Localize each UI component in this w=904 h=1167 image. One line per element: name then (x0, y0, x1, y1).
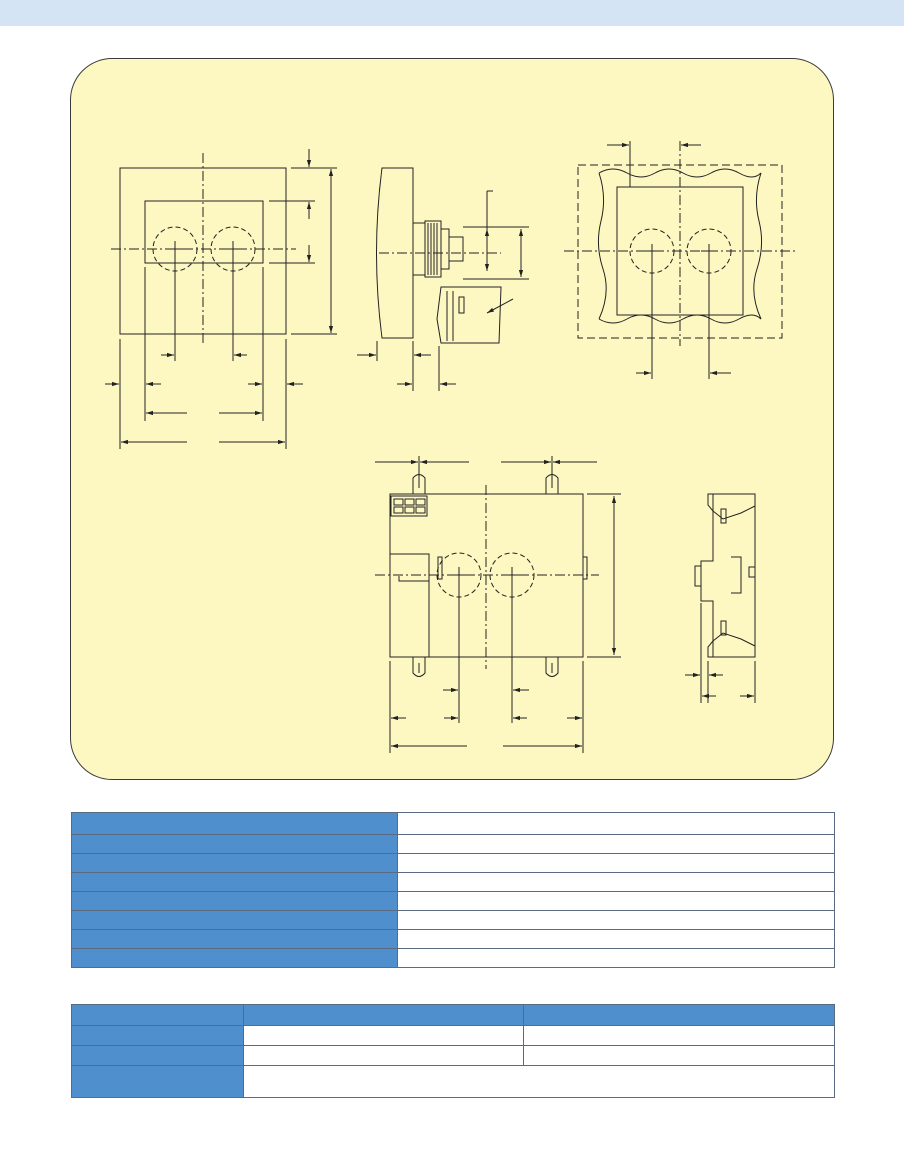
table-row (71, 891, 835, 911)
table-row (71, 834, 835, 854)
spec-label (71, 812, 398, 835)
cell (243, 1025, 524, 1046)
spec-label (71, 872, 398, 892)
spec-value (397, 872, 835, 892)
front-view-window (144, 200, 264, 264)
spec-value (397, 834, 835, 854)
front-view (105, 149, 337, 449)
table-row (71, 853, 835, 873)
column-header (243, 1004, 524, 1026)
spec-label (71, 929, 398, 949)
panel-cutout-view (564, 141, 796, 379)
column-header (523, 1004, 835, 1026)
table-row (71, 929, 835, 949)
order-table (71, 1004, 835, 1098)
table-row (71, 1045, 835, 1066)
row-label (71, 1045, 244, 1066)
header-bar (0, 0, 904, 26)
side-view-bezel (376, 167, 414, 339)
spec-value (397, 910, 835, 930)
table-row (71, 910, 835, 930)
spec-label (71, 891, 398, 911)
table-row (71, 948, 835, 968)
table-row (71, 1025, 835, 1046)
spec-label (71, 910, 398, 930)
spec-label (71, 948, 398, 968)
side-view (357, 167, 529, 391)
note-cell (243, 1065, 835, 1098)
spec-value (397, 853, 835, 873)
lamp-holder (436, 286, 502, 344)
spec-label (71, 853, 398, 873)
terminal-block (390, 495, 428, 517)
row-label (71, 1065, 244, 1098)
spec-value (397, 891, 835, 911)
technical-drawing (105, 141, 796, 753)
spec-table (71, 812, 835, 968)
spec-value (397, 929, 835, 949)
table-row (71, 1065, 835, 1098)
dimension-drawing-panel (70, 58, 834, 780)
row-label (71, 1025, 244, 1046)
table-row (71, 872, 835, 892)
table-row (71, 812, 835, 835)
spec-value (397, 812, 835, 835)
cell (243, 1045, 524, 1066)
spec-label (71, 834, 398, 854)
column-header (71, 1004, 244, 1026)
spec-value (397, 948, 835, 968)
table-header-row (71, 1004, 835, 1026)
side-profile-body (700, 493, 756, 658)
rear-view (375, 456, 621, 753)
cell (523, 1045, 835, 1066)
side-profile-view (685, 493, 756, 703)
cell (523, 1025, 835, 1046)
